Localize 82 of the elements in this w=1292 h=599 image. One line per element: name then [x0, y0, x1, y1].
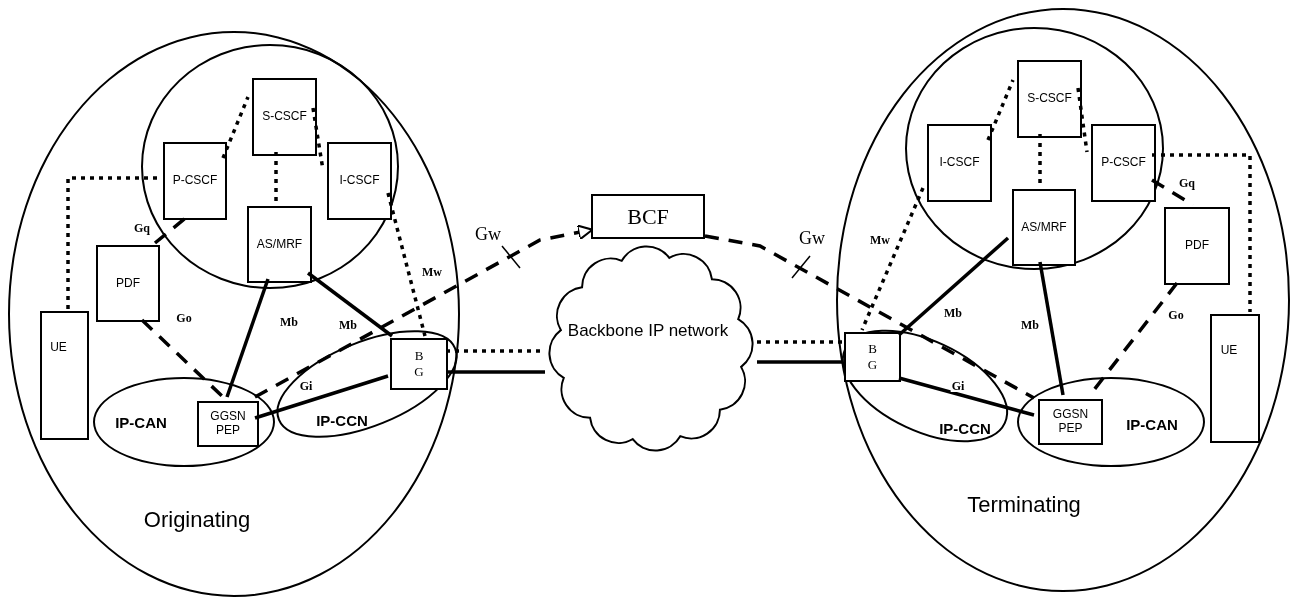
- edge-label: Gw: [474, 225, 502, 243]
- node-label: BCF: [627, 205, 669, 228]
- solid-connector: [254, 374, 389, 420]
- network-element-box: [163, 142, 227, 220]
- node-label: AS/MRF: [1021, 220, 1067, 235]
- ims-circle: [905, 27, 1164, 270]
- network-element-box: [40, 311, 89, 440]
- edge-label: Mb: [943, 307, 963, 319]
- dotted-connector: [1076, 87, 1089, 153]
- node-label: I-CSCF: [339, 174, 380, 188]
- edge-label: Mw: [869, 234, 891, 246]
- network-element-box: [844, 332, 901, 382]
- edge-label: Gi: [298, 380, 314, 392]
- node-label: IP-CCN: [939, 420, 991, 436]
- node-label: S-CSCF: [1027, 92, 1072, 106]
- node-label: GGSN PEP: [1051, 408, 1090, 436]
- node-label: IP-CAN: [1126, 416, 1178, 432]
- network-element-box: [390, 338, 448, 390]
- node-label: P-CSCF: [172, 174, 218, 188]
- node-label: Originating: [143, 509, 251, 531]
- edge-label: Go: [175, 312, 193, 324]
- network-ellipse: [275, 329, 459, 439]
- network-element-box: [1091, 124, 1156, 202]
- network-element-box: [927, 124, 992, 202]
- network-element-box: [197, 401, 259, 447]
- network-ellipse: [93, 377, 275, 467]
- node-label: GGSN PEP: [209, 410, 247, 438]
- solid-connector: [898, 376, 1035, 417]
- node-label: Backbone IP network: [567, 321, 729, 339]
- network-element-box: [327, 142, 392, 220]
- node-label: P-CSCF: [1101, 156, 1146, 170]
- network-element-box: [1038, 399, 1103, 445]
- node-label: IP-CAN: [115, 414, 167, 430]
- solid-connector: [757, 360, 842, 364]
- network-element-box: [1210, 314, 1260, 443]
- solid-connector: [1038, 261, 1065, 396]
- node-label: B G: [866, 341, 879, 373]
- dotted-connector: [274, 152, 278, 202]
- node-label: I-CSCF: [939, 156, 980, 170]
- network-element-box: [1017, 60, 1082, 138]
- domain-ellipse: [836, 8, 1290, 592]
- dotted-connector: [221, 96, 250, 159]
- node-label: UE: [1220, 344, 1238, 358]
- node-label: PDF: [1185, 239, 1209, 253]
- edge-label: Gw: [798, 229, 826, 247]
- node-label: PDF: [116, 276, 140, 291]
- network-element-box: [1164, 207, 1230, 285]
- dashed-connector: [140, 318, 225, 399]
- node-label: B G: [413, 348, 425, 380]
- edge-label: Mb: [338, 319, 358, 331]
- dotted-connector: [1152, 153, 1252, 312]
- network-element-box: [1012, 189, 1076, 266]
- node-label: S-CSCF: [262, 110, 307, 124]
- dotted-connector: [386, 192, 427, 337]
- dotted-connector: [1038, 134, 1042, 185]
- edge-label: Gi: [950, 380, 966, 392]
- dashed-connector: [254, 224, 594, 399]
- dashed-connector: [704, 234, 1035, 400]
- solid-connector: [225, 278, 270, 398]
- edge-label: Gq: [1178, 177, 1196, 189]
- edge-label: Mb: [279, 316, 299, 328]
- dotted-connector: [757, 340, 842, 344]
- edge-label: Gq: [133, 222, 151, 234]
- edge-label: Mb: [1020, 319, 1040, 331]
- node-label: IP-CCN: [316, 412, 368, 428]
- dotted-connector: [66, 176, 159, 309]
- solid-connector: [897, 236, 1010, 337]
- node-label: AS/MRF: [256, 237, 303, 252]
- network-element-box: [247, 206, 312, 283]
- solid-connector: [306, 271, 394, 338]
- dotted-connector: [986, 79, 1015, 141]
- edge-label: Mw: [421, 266, 443, 278]
- network-element-box: [96, 245, 160, 322]
- dotted-connector: [860, 187, 925, 331]
- node-label: Terminating: [967, 494, 1081, 516]
- network-ellipse: [1017, 377, 1205, 467]
- edge-label: Go: [1167, 309, 1185, 321]
- domain-ellipse: [8, 31, 460, 597]
- solid-connector: [446, 370, 545, 374]
- network-element-box: [252, 78, 317, 156]
- network-element-box: [591, 194, 705, 239]
- node-label: UE: [50, 341, 67, 355]
